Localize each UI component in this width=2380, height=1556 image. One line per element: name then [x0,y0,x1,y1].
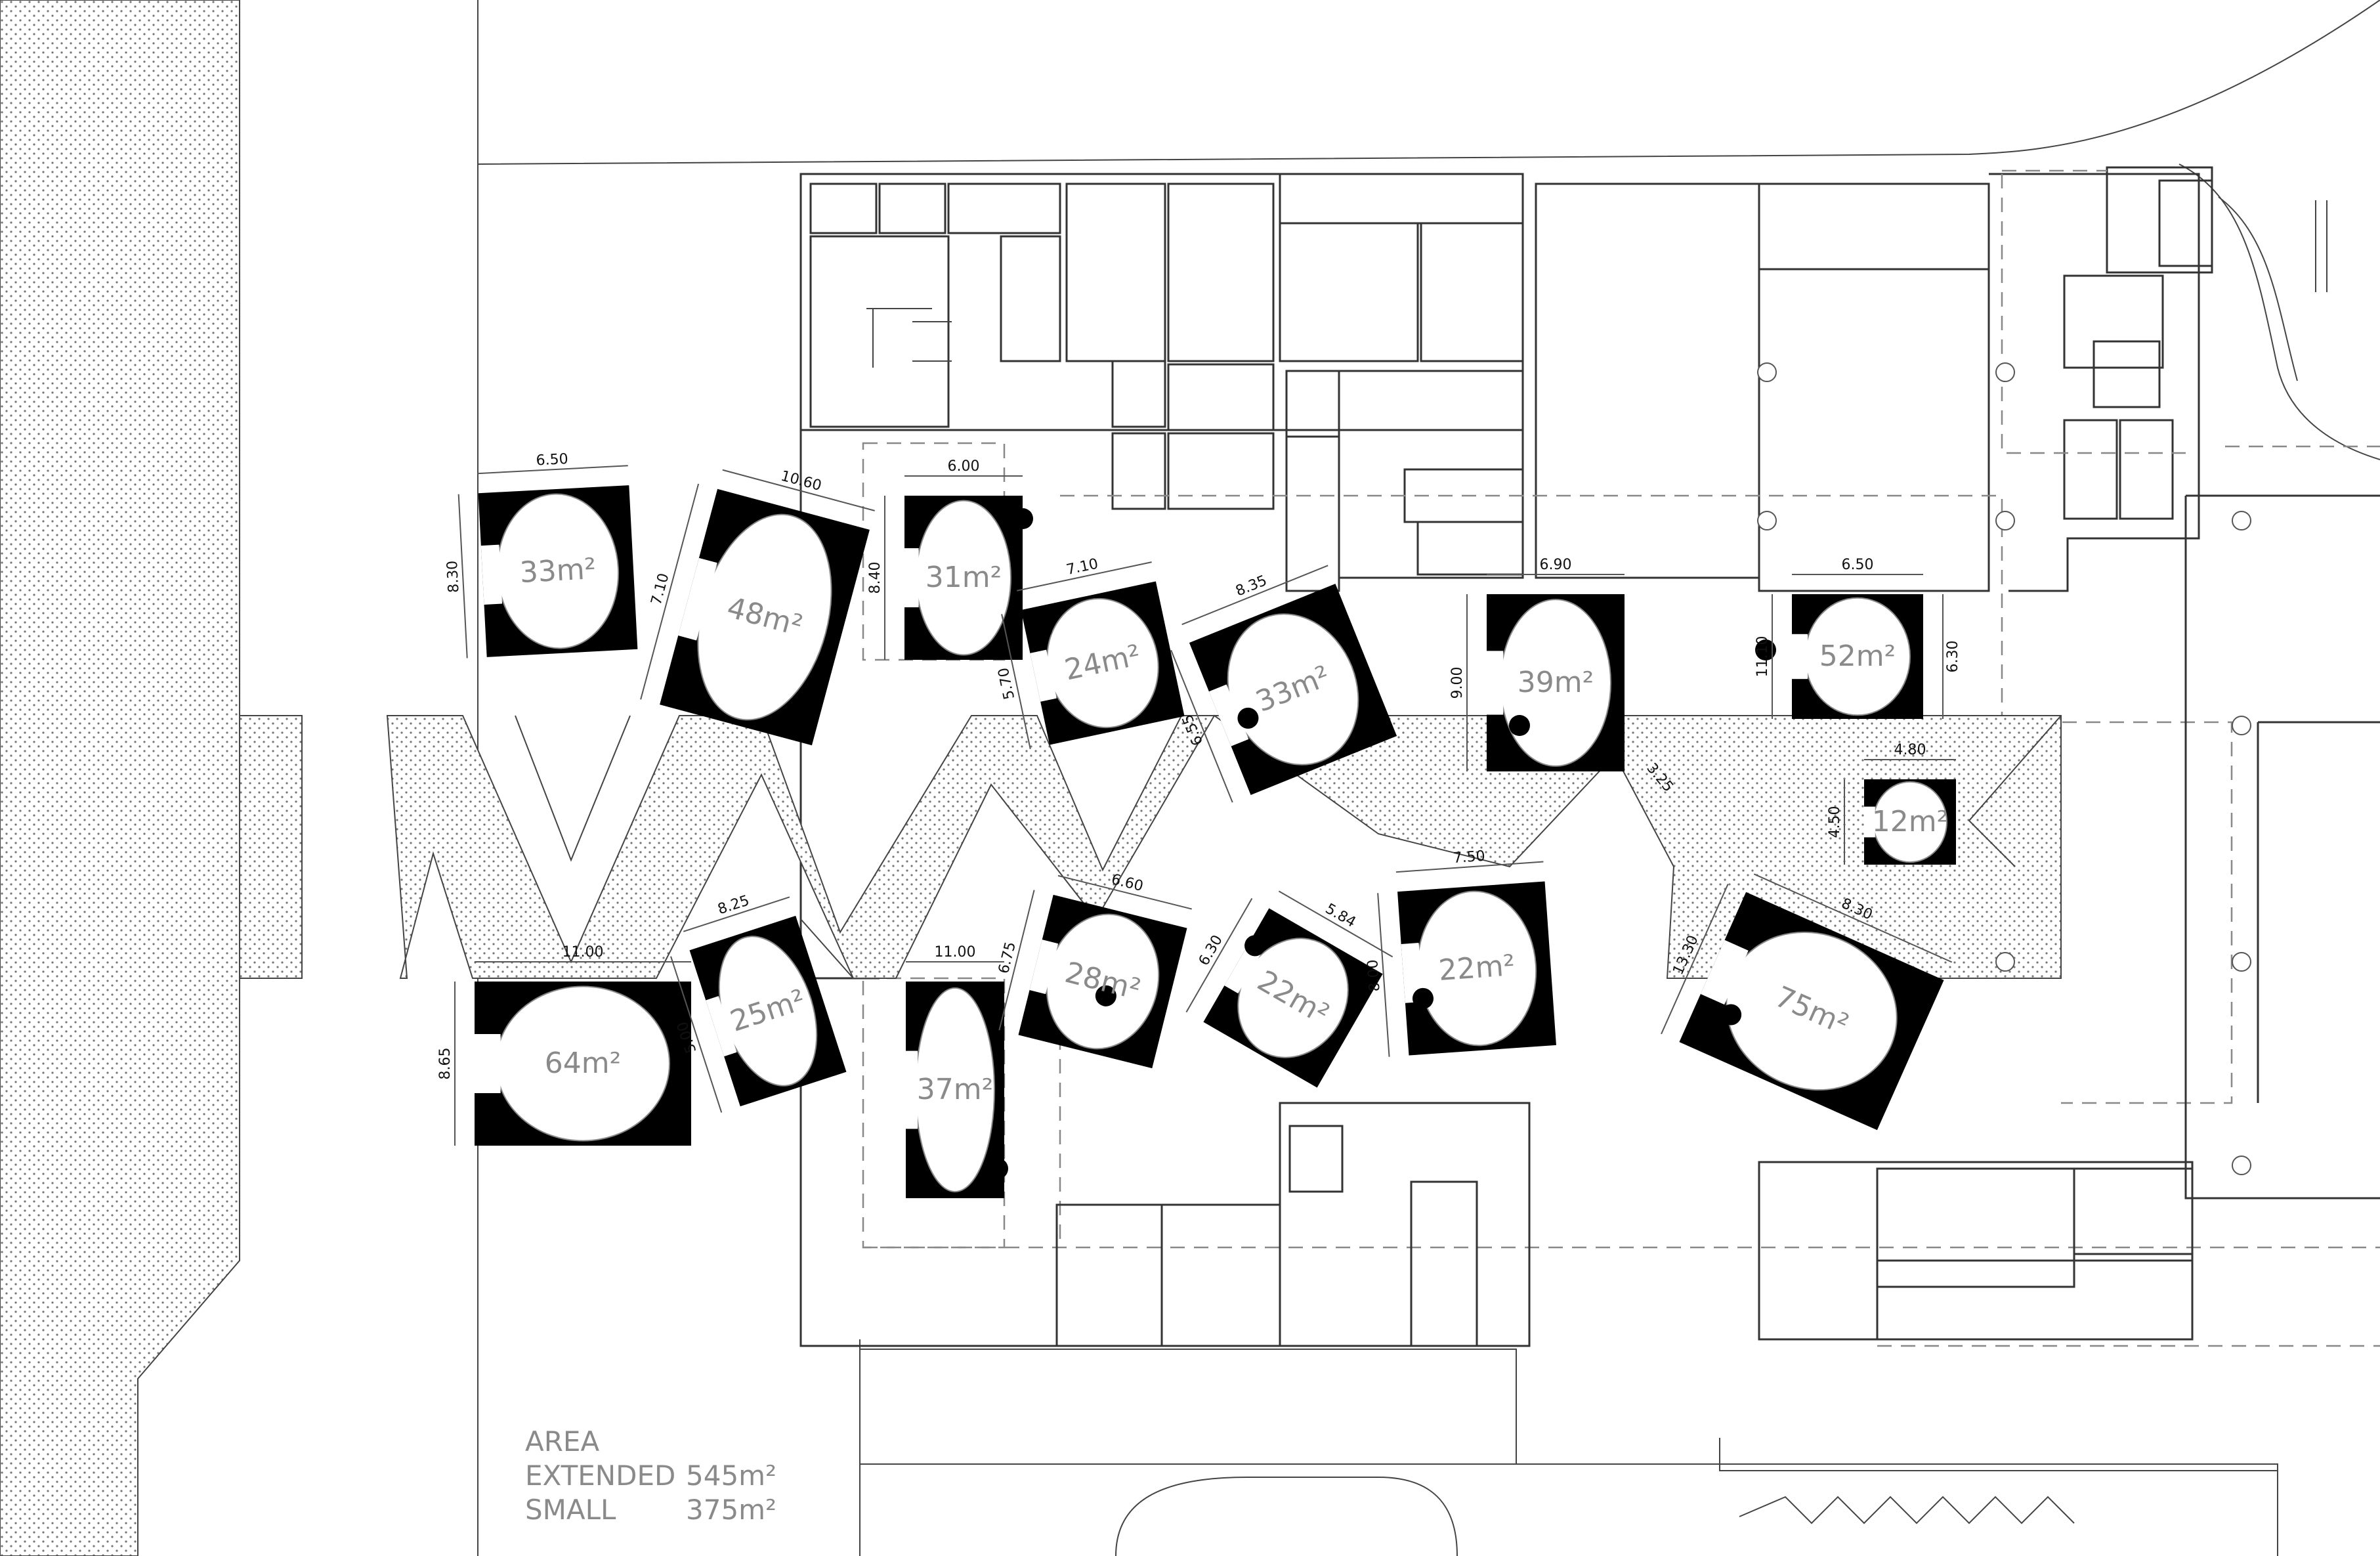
dimension-line [640,483,700,700]
dimension-line [1278,890,1393,958]
legend-small-label: SMALL [525,1494,616,1526]
dimension-label: 8.65 [437,1048,454,1080]
dimension-label: 7.10 [648,572,673,607]
dimension-line [1395,861,1544,873]
room-area-label: 52m² [1819,639,1896,673]
dimension-label: 7.50 [1453,848,1486,867]
wall-opening [706,996,737,1057]
room-area-label: 12m² [1872,805,1949,838]
wall-opening [1401,943,1423,1003]
dimension-line [998,890,1035,1031]
column-dot [1012,508,1033,529]
room-7: 52m² 6.50 11.10 6.30 [1754,557,1961,719]
dimension-label: 6.00 [948,458,980,475]
dimension-label: 8.35 [1233,573,1269,600]
room-area-label: 31m² [925,561,1002,594]
column-dot [1509,715,1530,736]
dimension-label: 6.60 [1110,871,1145,895]
dimension-label: 6.75 [996,940,1019,976]
legend-small-value: 375m² [686,1494,776,1526]
dimension-label: 4.80 [1894,742,1926,758]
dimension-label: 9.00 [1449,667,1466,699]
wall-opening [1029,940,1059,995]
wall-opening [906,1050,918,1129]
room-14: 22m² 7.50 8.00 [1365,848,1556,1057]
room-area-label: 39m² [1518,666,1594,699]
wall-opening [1030,649,1057,702]
dimension-label: 6.30 [1945,641,1961,673]
wall-opening [1700,940,1749,1005]
room-area-label: 37m² [917,1073,994,1106]
wall-opening [1224,944,1262,994]
column-dot [1412,987,1434,1009]
dimension-label: 11.10 [1754,636,1771,678]
legend-extended-label: EXTENDED [525,1459,675,1492]
wall-opening [904,548,919,607]
wall-opening [475,1034,501,1093]
dimension-line [1377,893,1390,1057]
landscape-strip [0,0,303,1556]
room-area-label: 64m² [545,1047,622,1080]
dimension-label: 8.40 [867,562,883,594]
column-dot [1244,935,1266,957]
columns [1757,362,2251,1175]
wall-opening [1208,684,1249,746]
dimension-line [1185,897,1253,1013]
dimension-label: 11.00 [563,944,604,961]
column-dot [1755,639,1776,660]
wall-opening [1864,806,1875,838]
dimension-label: 8.25 [715,892,751,918]
dimension-label: 5.70 [995,666,1018,701]
column-dot [1720,1004,1742,1026]
dimension-label: 8.30 [444,560,463,593]
wall-opening [1792,634,1808,680]
dimension-line [1170,649,1233,803]
wall-opening [480,544,503,605]
column-dot [987,1158,1008,1179]
area-legend: AREA EXTENDED 545m² SMALL 375m² [525,1425,776,1526]
dimension-line [477,465,628,475]
room-1: 33m² 6.50 8.30 [444,451,638,659]
dimension-label: 4.50 [1827,806,1843,838]
column-dot [1031,618,1053,640]
room-9: 64m² 11.00 8.65 [437,944,691,1146]
dimension-line [457,494,468,659]
room-area-label: 22m² [1437,949,1516,987]
dimension-line [722,469,875,511]
room-11: 37m² 11.00 [906,944,1008,1198]
dimension-label: 7.10 [1065,555,1099,578]
room-3: 31m² 6.00 8.40 [867,458,1033,660]
existing-buildings-bottom [799,430,2380,1347]
legend-extended-value: 545m² [686,1459,776,1492]
dimension-line [683,896,790,932]
column-dot [1095,985,1116,1006]
room-area-label: 33m² [519,552,597,590]
dimension-line [670,956,723,1113]
dimension-line [1181,565,1328,626]
room-6: 39m² 6.90 9.00 [1449,557,1625,771]
dimension-line [1001,614,1031,749]
dimension-line [1057,875,1192,910]
legend-title: AREA [525,1425,599,1458]
dimension-label: 6.90 [1540,557,1572,573]
dimension-line [1753,873,1953,963]
dimension-label: 8.00 [1365,959,1383,993]
dimension-label: 6.50 [536,451,568,469]
dimension-line [1661,884,1729,1035]
dimension-line [1017,561,1152,592]
dimension-label: 11.00 [935,944,976,961]
wall-opening [678,557,717,641]
column-dot [1237,707,1259,729]
wall-opening [1487,651,1504,715]
room-8: 12m² 4.80 4.50 [1827,742,1956,865]
dimension-label: 6.50 [1842,557,1874,573]
